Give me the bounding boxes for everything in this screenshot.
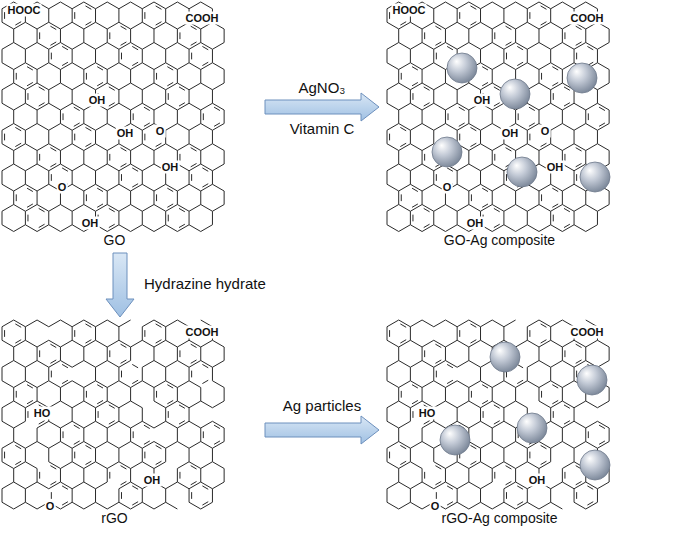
double-bonds	[5, 324, 220, 505]
double-bonds	[390, 324, 605, 505]
sheet-illustration	[387, 2, 612, 231]
reaction-arrow	[265, 93, 379, 121]
graphene-sheet: rGO-Ag composite	[387, 320, 612, 527]
group-label: COOH	[570, 326, 605, 339]
carbon-bonds	[387, 2, 609, 232]
carbon-bonds	[2, 320, 224, 509]
silver-particle	[447, 53, 477, 83]
sheet-title: rGO-Ag composite	[387, 509, 612, 527]
group-label: O	[430, 500, 441, 513]
silver-particle	[490, 342, 520, 372]
sheet-illustration	[2, 320, 227, 509]
reaction-arrow	[265, 416, 379, 444]
double-bonds	[390, 6, 605, 228]
sheet-illustration	[2, 2, 227, 231]
silver-particle	[580, 162, 610, 192]
graphene-sheet: GO-Ag composite	[387, 2, 612, 249]
sheet-title: GO	[2, 231, 227, 249]
silver-particle	[500, 79, 530, 109]
group-label: O	[442, 181, 453, 194]
carbon-bonds	[387, 320, 609, 509]
sheet-illustration	[387, 320, 612, 509]
silver-particle	[507, 157, 537, 187]
double-bonds	[5, 6, 220, 228]
silver-particle	[580, 450, 610, 480]
carbon-bonds	[2, 2, 224, 232]
group-label: OH	[161, 161, 180, 174]
reagent-label: Hydrazine hydrate	[142, 276, 268, 293]
group-label: COOH	[185, 326, 220, 339]
reagent-label: AgNO₃	[297, 80, 348, 97]
graphene-sheet: GO	[2, 2, 227, 249]
silver-particle	[440, 425, 470, 455]
silver-particle	[432, 137, 462, 167]
sheet-title: GO-Ag composite	[387, 231, 612, 249]
reaction-arrow	[106, 253, 134, 317]
group-label: HOOC	[392, 4, 427, 17]
silver-particle	[567, 63, 597, 93]
silver-particle	[517, 413, 547, 443]
graphene-sheet: rGO	[2, 320, 227, 527]
group-label: OH	[546, 161, 565, 174]
reagent-label: Vitamin C	[289, 120, 356, 137]
group-label: O	[57, 181, 68, 194]
sheet-title: rGO	[2, 509, 227, 527]
silver-particle	[577, 365, 607, 395]
reagent-label: Ag particles	[281, 398, 363, 415]
group-label: O	[45, 500, 56, 513]
group-label: HOOC	[7, 4, 42, 17]
